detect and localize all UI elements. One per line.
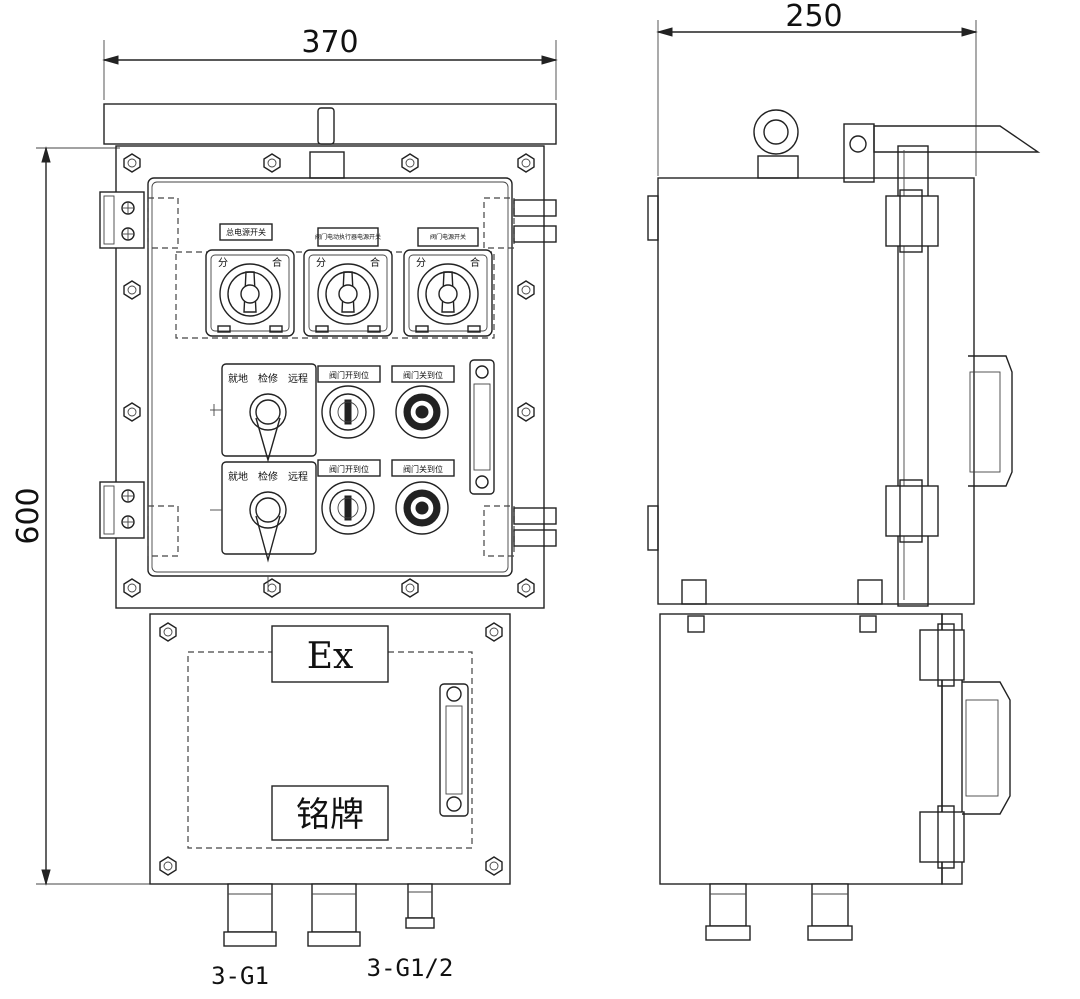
mode-selector-1: 就地 检修 远程	[210, 363, 317, 463]
width-front-label: 370	[301, 25, 358, 60]
front-latches	[483, 197, 557, 557]
dimension-height: 600	[11, 146, 150, 886]
front-terminal-box: Ex 铭牌	[149, 613, 511, 885]
svg-text:阀门开到位: 阀门开到位	[329, 464, 369, 474]
svg-text:合: 合	[370, 256, 380, 269]
rotary-switch-branch-b: 分 合	[403, 249, 493, 337]
svg-text:检修: 检修	[258, 372, 278, 385]
gland-large-label: 3-G1	[211, 962, 269, 990]
switch-labels: 总电源开关 阀门电动执行器电源开关 阀门电源开关	[219, 223, 479, 247]
branch-switch-b-label: 阀门电源开关	[430, 233, 466, 241]
rotary-switch-main: 分 合	[205, 249, 295, 337]
svg-text:分: 分	[218, 257, 228, 269]
indicator-lamps	[321, 385, 449, 535]
svg-text:分: 分	[316, 257, 326, 269]
width-side-label: 250	[785, 0, 842, 34]
svg-text:远程: 远程	[288, 373, 308, 385]
mode-selector-2: 就地 检修 远程	[210, 461, 317, 592]
svg-text:阀门开到位: 阀门开到位	[329, 370, 369, 380]
svg-text:阀门关到位: 阀门关到位	[403, 464, 443, 474]
svg-text:检修: 检修	[258, 470, 278, 483]
side-cable-glands	[705, 883, 853, 941]
nameplate-label: 铭牌	[296, 795, 364, 835]
branch-switch-a-label: 阀门电动执行器电源开关	[315, 233, 381, 241]
svg-text:就地: 就地	[228, 372, 248, 385]
side-terminal-box	[659, 613, 1011, 885]
svg-text:远程: 远程	[288, 471, 308, 483]
rotary-switch-branch-a: 分 合	[303, 249, 393, 337]
front-hinges	[99, 191, 179, 557]
indicator-labels: 阀门开到位 阀门关到位 阀门开到位 阀门关到位	[317, 365, 455, 477]
front-door-handle	[469, 359, 495, 495]
side-top-enclosure	[647, 109, 1041, 607]
front-top-enclosure	[103, 103, 557, 609]
height-label: 600	[11, 487, 46, 544]
svg-text:就地: 就地	[228, 470, 248, 483]
ex-mark: Ex	[307, 636, 354, 677]
main-switch-label: 总电源开关	[226, 227, 266, 237]
svg-text:合: 合	[272, 256, 282, 269]
dimension-width-front: 370	[102, 25, 558, 100]
svg-text:分: 分	[416, 257, 426, 269]
dimension-width-side: 250	[656, 0, 978, 176]
svg-text:阀门关到位: 阀门关到位	[403, 370, 443, 380]
front-cable-glands: 3-G1 3-G1/2	[211, 883, 454, 990]
switch-mount-outline	[175, 251, 495, 339]
svg-text:合: 合	[470, 256, 480, 269]
gland-small-label: 3-G1/2	[367, 954, 454, 982]
front-flange-bolts	[123, 153, 535, 598]
